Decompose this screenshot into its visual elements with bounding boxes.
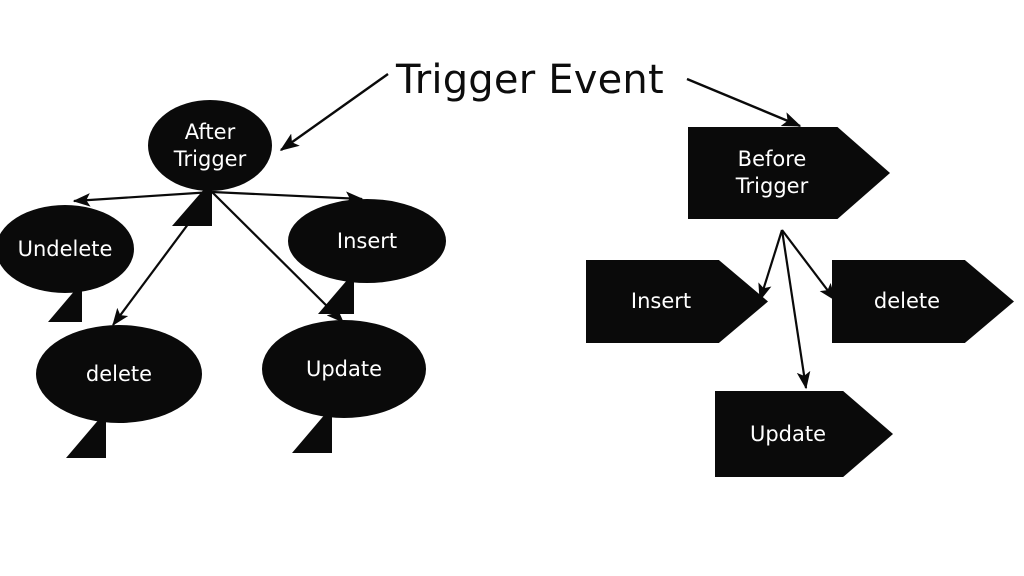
- node-after-trigger[interactable]: After Trigger: [148, 100, 272, 226]
- edge-title-to-before-trigger: [686, 77, 802, 128]
- bubble-tail: [66, 411, 106, 458]
- node-insert-after[interactable]: Insert: [288, 199, 446, 314]
- node-delete-after-label: delete: [85, 361, 153, 386]
- node-insert-after-label: Insert: [336, 228, 398, 253]
- bubble-tail: [48, 282, 82, 322]
- bubble-tail: [318, 272, 354, 314]
- node-delete-before-label: delete: [873, 289, 941, 313]
- node-update-before-label: Update: [749, 421, 827, 446]
- bubble-tail: [292, 406, 332, 453]
- edge-title-to-after-trigger: [279, 73, 389, 151]
- node-undelete-label: Undelete: [17, 236, 113, 261]
- node-insert-before-label: Insert: [630, 289, 692, 313]
- node-delete-after[interactable]: delete: [36, 325, 202, 458]
- node-after-trigger-label: After Trigger: [173, 119, 247, 171]
- edge-before-to-delete: [781, 229, 836, 302]
- node-update-after[interactable]: Update: [262, 320, 426, 453]
- node-before-trigger[interactable]: Before Trigger: [688, 127, 890, 219]
- node-delete-before[interactable]: delete: [832, 260, 1014, 343]
- edge-before-to-update: [780, 229, 811, 390]
- bubble-tail: [172, 180, 212, 226]
- edge-before-to-insert: [758, 229, 784, 302]
- node-undelete[interactable]: Undelete: [0, 205, 134, 322]
- node-update-after-label: Update: [305, 356, 383, 381]
- node-before-trigger-label: Before Trigger: [735, 147, 809, 198]
- diagram-title: Trigger Event: [396, 57, 664, 103]
- edge-after-to-insert: [211, 190, 364, 206]
- node-insert-before[interactable]: Insert: [586, 260, 768, 343]
- node-update-before[interactable]: Update: [715, 391, 893, 477]
